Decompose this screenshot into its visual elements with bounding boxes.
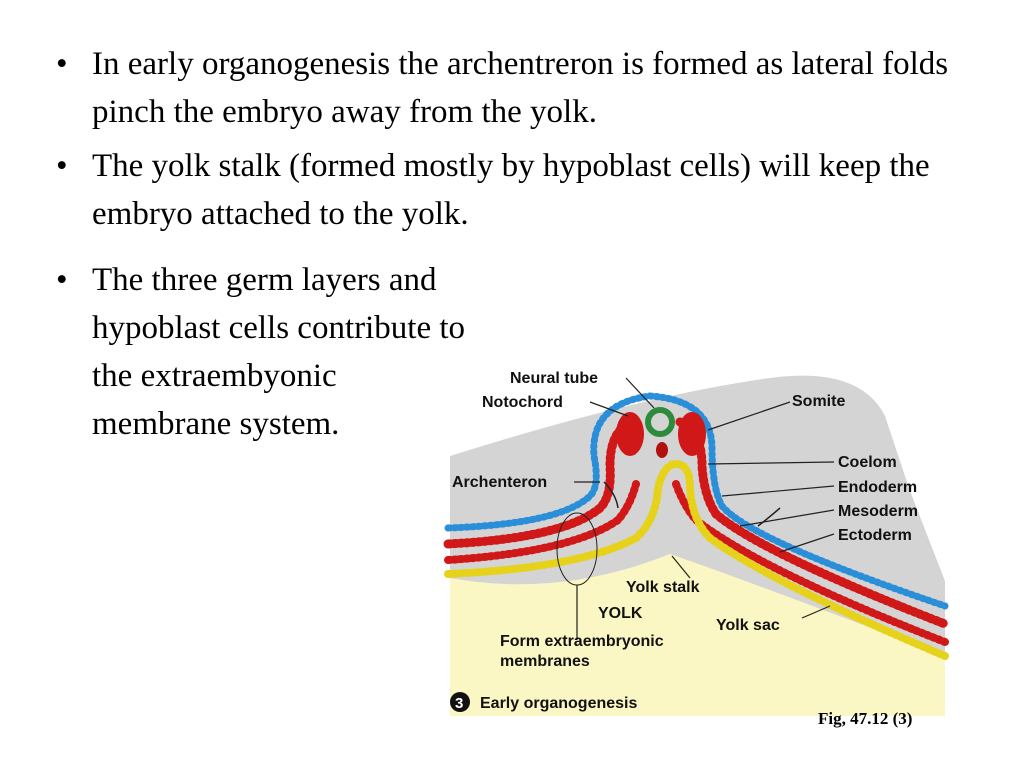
label-notochord: Notochord [482,394,563,411]
bullet-item-1: • In early organogenesis the archentrero… [52,40,972,136]
mesoderm-layer-inner [444,480,640,564]
bullet-text-2: The yolk stalk (formed mostly by hypobla… [92,148,930,232]
label-form-extraembryonic-1: Form extraembryonic [500,633,664,650]
bullet-text-1: In early organogenesis the archentreron … [92,46,949,130]
notochord [656,442,668,458]
label-yolk-sac: Yolk sac [716,617,780,634]
step-badge [450,692,470,712]
label-mesoderm: Mesoderm [838,503,918,520]
coelom-arrow [757,507,781,527]
label-yolk-stalk: Yolk stalk [626,579,700,596]
bullet-item-2: • The yolk stalk (formed mostly by hypob… [52,142,972,238]
endoderm-layer [444,459,949,660]
yolk-region [450,554,945,716]
label-ectoderm: Ectoderm [838,527,912,544]
bullet-dot: • [56,148,68,184]
label-archenteron: Archenteron [452,474,547,491]
organogenesis-diagram: Neural tube Notochord Somite Coelom Endo… [443,370,950,716]
bullet-list: • In early organogenesis the archentrero… [52,40,972,244]
mesoderm-layer-inner-right [672,480,949,646]
bullet-dot: • [56,46,68,82]
figure-title: Early organogenesis [480,695,637,712]
archenteron-arrow [603,481,619,509]
label-endoderm: Endoderm [838,479,917,496]
label-neural-tube: Neural tube [510,370,598,387]
label-form-extraembryonic-2: membranes [500,653,590,670]
bullet-item-3: • The three germ layers and hypoblast ce… [52,256,472,448]
figure-caption: Fig, 47.12 (3) [818,709,913,728]
label-coelom: Coelom [838,454,897,471]
label-somite: Somite [792,393,845,410]
bullet-text-3: The three germ layers and hypoblast cell… [92,262,466,442]
neural-tube [645,407,675,437]
bullet-dot: • [56,262,68,298]
mesoderm-layer-outer [443,417,637,549]
label-yolk: YOLK [598,605,643,622]
step-number: 3 [455,695,463,712]
somite-right [678,412,706,456]
somite-left [616,412,644,456]
